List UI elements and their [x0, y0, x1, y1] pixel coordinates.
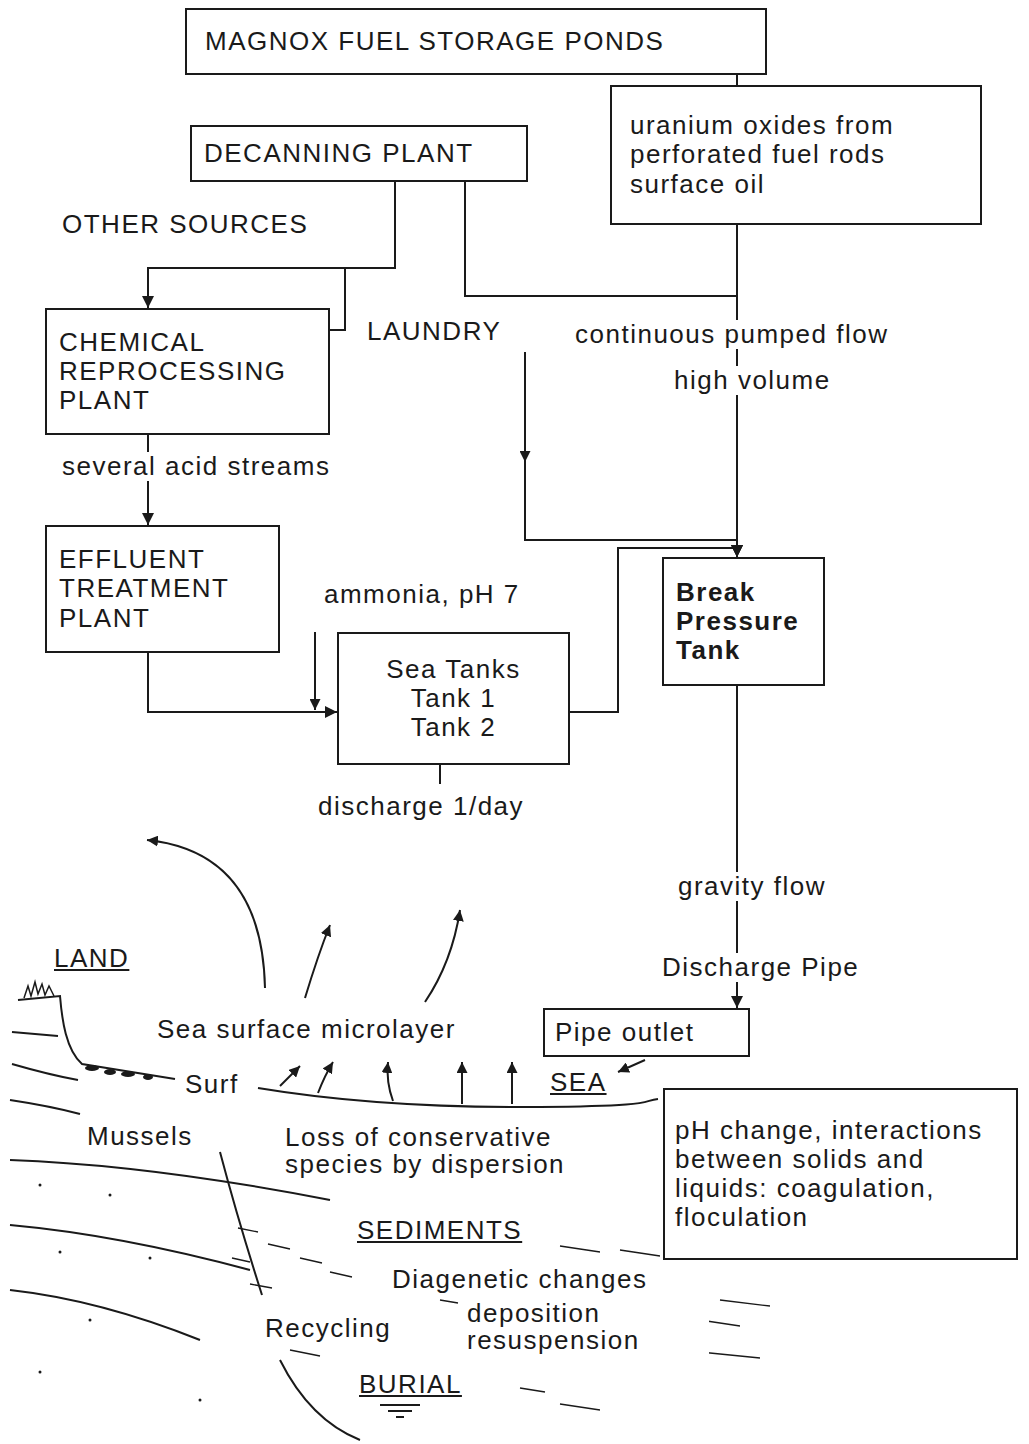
annotation-label: SEDIMENTS [355, 1216, 524, 1245]
node-text: MAGNOX FUEL STORAGE PONDS [205, 27, 747, 56]
annotation-label: Mussels [85, 1122, 195, 1151]
process-note-box: pH change, interactions between solids a… [663, 1088, 1018, 1260]
spray-arrow [388, 1062, 393, 1101]
sediment-layer [10, 1290, 200, 1340]
land-layer [10, 1100, 80, 1114]
node-text: EFFLUENT TREATMENT PLANT [59, 545, 266, 632]
sediment-boundary [220, 1152, 262, 1295]
evaporation-arrow [305, 925, 330, 998]
sediment-dash [232, 1228, 352, 1288]
node-text: Tank 1 [349, 684, 558, 713]
annotation-label: discharge 1/day [316, 792, 526, 821]
annotation-label: Sea surface microlayer [155, 1015, 458, 1044]
edge-label: continuous pumped flow [573, 320, 890, 349]
mussel [85, 1065, 99, 1071]
sediment-dot [109, 1194, 112, 1197]
connector [736, 75, 738, 85]
sediment-dot [39, 1371, 42, 1374]
sediment-layer [10, 1225, 250, 1270]
annotation-label: deposition resuspension [465, 1300, 709, 1355]
evaporation-arrow [425, 910, 460, 1002]
node-text: uranium oxides from perforated fuel rods [630, 111, 962, 169]
edge-label: several acid streams [60, 452, 332, 481]
annotation-label: SEA [548, 1068, 609, 1097]
outlet-arrow [618, 1060, 645, 1072]
node-text: DECANNING PLANT [204, 139, 514, 168]
node-text: CHEMICAL REPROCESSING PLANT [59, 328, 316, 415]
evaporation-arrow [147, 840, 265, 988]
annotation-label: Diagenetic changes [390, 1265, 649, 1294]
node-text: surface oil [630, 170, 962, 199]
annotation-label: Discharge Pipe [660, 953, 861, 982]
mussel [121, 1071, 135, 1077]
annotation-label: OTHER SOURCES [60, 210, 310, 239]
node-text: Sea Tanks [349, 655, 558, 684]
annotation-label: LAUNDRY [365, 317, 503, 346]
outlet-box: Pipe outlet [543, 1008, 750, 1057]
node-text: Break Pressure Tank [676, 578, 811, 665]
tank-box: Break Pressure Tank [662, 557, 825, 686]
sediment-layer [10, 1160, 330, 1200]
flow-line [330, 268, 345, 330]
sediment-dot [59, 1251, 62, 1254]
annotation-label: high volume [672, 366, 833, 395]
spray-arrow [511, 1062, 513, 1104]
annotation-label: Loss of conservative species by dispersi… [283, 1124, 657, 1179]
connector [148, 182, 395, 308]
sediment-dot [89, 1319, 92, 1322]
cliff-outline [18, 996, 175, 1079]
sediment-dot [199, 1399, 202, 1402]
laundry-arrow [524, 440, 526, 462]
annotation-label: Surf [183, 1070, 241, 1099]
annotation-label: BURIAL [357, 1370, 464, 1399]
node-text: Pipe outlet [555, 1018, 738, 1047]
annotation-label: Recycling [263, 1314, 393, 1343]
spray-arrow [318, 1062, 333, 1093]
spray-arrow [461, 1062, 463, 1104]
process-box: EFFLUENT TREATMENT PLANT [45, 525, 280, 653]
discharge-tick [439, 765, 441, 784]
ammonia-arrow [314, 632, 316, 710]
node-text: pH change, interactions between solids a… [675, 1116, 1006, 1232]
sediment-curve [280, 1360, 360, 1440]
annotation-label: ammonia, pH 7 [322, 580, 522, 609]
sediment-dot [149, 1257, 152, 1260]
node-text: Tank 2 [349, 713, 558, 742]
process-box: CHEMICAL REPROCESSING PLANT [45, 308, 330, 435]
land-layer [12, 1064, 78, 1080]
sediment-dot [39, 1184, 42, 1187]
process-box: DECANNING PLANT [190, 125, 528, 182]
burial-mark [380, 1405, 420, 1417]
cliff-grass [24, 982, 54, 998]
edge-label: gravity flow [676, 872, 828, 901]
connector [148, 653, 337, 712]
source-box: uranium oxides from perforated fuel rods… [610, 85, 982, 225]
mussel [104, 1069, 116, 1075]
spray-arrow [280, 1066, 300, 1086]
annotation-label: LAND [52, 944, 131, 973]
process-box: MAGNOX FUEL STORAGE PONDS [185, 8, 767, 75]
tank-box: Sea TanksTank 1Tank 2 [337, 632, 570, 765]
land-layer [12, 1032, 58, 1036]
mussel [143, 1074, 153, 1080]
